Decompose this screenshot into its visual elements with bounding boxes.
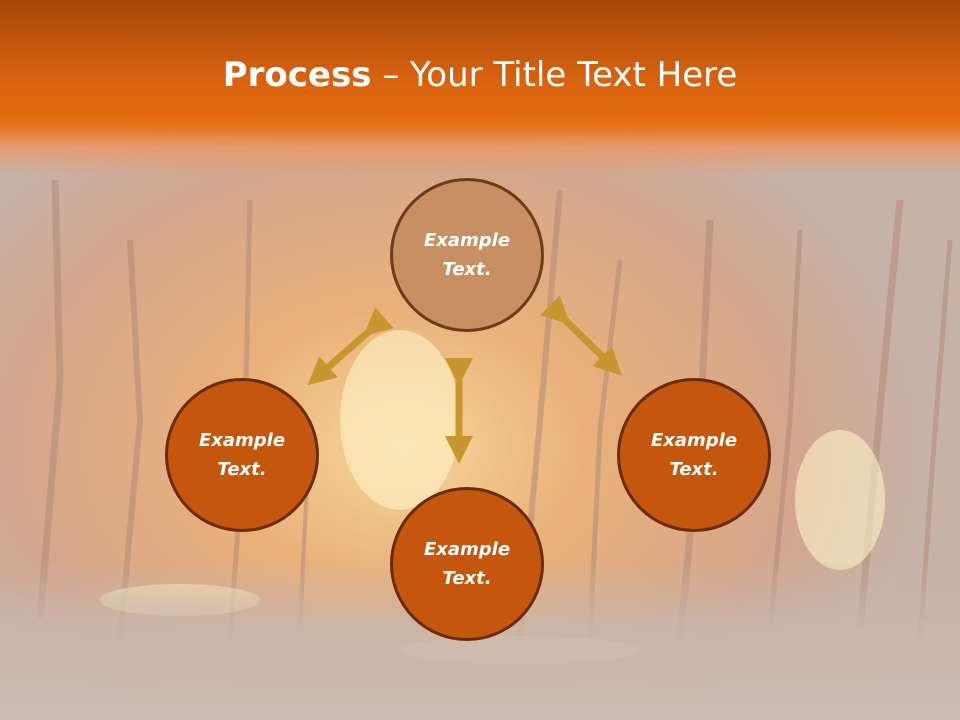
process-node-bottom-text: Example Text. (423, 539, 511, 589)
process-node-right[interactable]: Example Text. (617, 378, 771, 532)
title-band (0, 0, 960, 175)
process-node-left[interactable]: Example Text. (165, 378, 319, 532)
title-bold-part: Process (222, 55, 372, 95)
title-rest-part: – Your Title Text Here (371, 55, 738, 95)
process-node-bottom[interactable]: Example Text. (390, 487, 544, 641)
arrow-top-right (540, 295, 622, 376)
arrow-top-left (307, 307, 394, 386)
process-node-right-text: Example Text. (650, 430, 738, 480)
process-node-top-text: Example Text. (423, 230, 511, 280)
process-node-top[interactable]: Example Text. (390, 178, 544, 332)
slide-title[interactable]: Process – Your Title Text Here (0, 52, 960, 98)
process-node-left-text: Example Text. (198, 430, 286, 480)
